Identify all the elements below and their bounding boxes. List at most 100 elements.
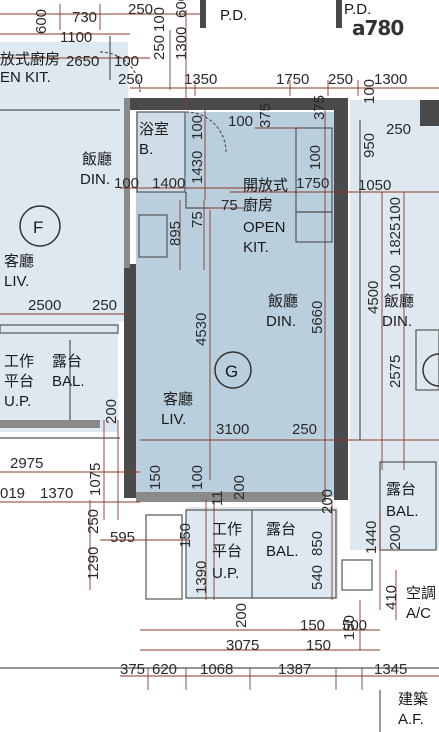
ac-box <box>341 559 373 591</box>
dim-1100: 1100 <box>60 29 92 46</box>
dim-410: 410 <box>383 585 400 610</box>
unit-f-balcony-area <box>0 322 118 432</box>
wall-g-upper-left <box>124 98 130 268</box>
wall-right-stub <box>420 100 439 126</box>
dim-1387: 1387 <box>278 661 311 678</box>
g-balcony-cn: 露台 <box>266 521 296 538</box>
dim-200-a: 200 <box>103 399 120 424</box>
r-ac-cn: 空調 <box>406 585 436 602</box>
dim-4530: 4530 <box>193 313 210 346</box>
dim-1400: 1400 <box>152 175 185 192</box>
dim-2500: 2500 <box>28 297 61 314</box>
f-kitchen-cn: 放式廚房 <box>0 50 60 68</box>
g-bath-cn: 浴室 <box>139 121 169 138</box>
dim-150-e: 150 <box>306 637 331 654</box>
g-dining-en: DIN. <box>266 313 296 330</box>
dim-540: 540 <box>309 565 326 590</box>
dim-1345: 1345 <box>374 661 407 678</box>
dim-250-c: 250 <box>118 71 143 88</box>
f-balcony-cn: 露台 <box>52 353 82 370</box>
partitions <box>0 36 439 732</box>
kitchen-sink <box>138 214 168 258</box>
dim-600-top2: 600 <box>173 0 190 18</box>
dim-250-g: 250 <box>292 421 317 438</box>
f-living-en: LIV. <box>4 273 29 290</box>
g-kitchen-en-1: OPEN <box>243 219 286 236</box>
dim-100-h2: 100 <box>387 265 404 290</box>
dim-2975: 2975 <box>10 455 43 472</box>
dim-100-b: 100 <box>114 53 139 70</box>
f-balcony-en: BAL. <box>52 373 85 390</box>
f-living-cn: 客廳 <box>4 252 34 270</box>
right-unit-area <box>350 100 439 460</box>
dim-1440: 1440 <box>363 521 380 554</box>
dim-019: 019 <box>0 485 25 502</box>
f-utility-en: U.P. <box>4 393 31 410</box>
dim-375-a: 375 <box>257 103 274 128</box>
g-balcony-box <box>185 509 337 599</box>
right-balcony-area <box>350 460 439 550</box>
right-balcony-box <box>379 461 437 551</box>
walls <box>0 0 439 502</box>
r-balcony-cn: 露台 <box>386 481 416 498</box>
dim-250-f: 250 <box>92 297 117 314</box>
g-kitchen-cn-2: 廚房 <box>243 196 273 214</box>
dim-150-c: 150 <box>300 617 325 634</box>
f-circle-label: F <box>33 218 43 237</box>
dim-1068: 1068 <box>200 661 233 678</box>
f-dining-cn: 飯廳 <box>82 150 112 168</box>
wall-top-shaft-right <box>336 0 342 28</box>
pd-label-left: P.D. <box>220 7 247 24</box>
dim-950: 950 <box>361 133 378 158</box>
r-dining-cn: 飯廳 <box>384 292 414 310</box>
wall-g-right <box>334 104 348 500</box>
dim-150-a: 150 <box>147 465 164 490</box>
dim-5660: 5660 <box>309 301 326 334</box>
dim-250-d: 250 <box>328 71 353 88</box>
f-dining-en: DIN. <box>80 171 110 188</box>
dim-200-d: 200 <box>387 525 404 550</box>
dim-1300-top: 1300 <box>173 27 190 60</box>
dim-200-e: 200 <box>233 603 250 628</box>
dim-1750: 1750 <box>276 71 309 88</box>
dim-1825: 1825 <box>387 223 404 256</box>
dim-3075: 3075 <box>226 637 259 654</box>
dim-100-h: 100 <box>387 197 404 222</box>
dim-250-a: 250 <box>151 35 168 60</box>
dim-2650: 2650 <box>66 53 99 70</box>
dim-200-c: 200 <box>319 489 336 514</box>
dim-100-top: 100 <box>151 7 168 32</box>
dim-100-f: 100 <box>114 175 139 192</box>
dim-75-b: 75 <box>189 211 206 228</box>
dim-1300-b: 1300 <box>374 71 407 88</box>
dim-1050: 1050 <box>358 177 391 194</box>
unit-g-bathroom-area <box>136 112 186 192</box>
dim-1750-b: 1750 <box>296 175 329 192</box>
g-bath-en: B. <box>139 141 153 158</box>
dim-1290: 1290 <box>85 547 102 580</box>
dim-100-c: 100 <box>228 113 253 130</box>
g-living-en: LIV. <box>161 411 186 428</box>
bath-door-swing <box>185 111 227 153</box>
dim-850: 850 <box>309 531 326 556</box>
dim-100-i: 100 <box>189 465 206 490</box>
dim-895: 895 <box>167 221 184 246</box>
wall-f-bottom <box>0 420 100 428</box>
wall-top-shaft-left <box>200 0 206 28</box>
dim-620: 620 <box>152 661 177 678</box>
dim-500: 500 <box>342 617 367 634</box>
dim-200-b: 200 <box>231 475 248 500</box>
g-kitchen-en-2: KIT. <box>243 239 269 256</box>
g-utility-cn-1: 工作 <box>212 521 242 538</box>
g-dining-cn: 飯廳 <box>268 292 298 310</box>
dim-1075: 1075 <box>87 463 104 496</box>
r-af-cn: 建築 <box>398 690 428 708</box>
dim-250-e: 250 <box>386 121 411 138</box>
dim-595: 595 <box>110 529 135 546</box>
pd-label-right: P.D. <box>344 1 371 18</box>
dim-100-e: 100 <box>189 115 206 140</box>
right-unit-circle <box>422 353 439 387</box>
unit-f-living-area <box>0 102 124 322</box>
